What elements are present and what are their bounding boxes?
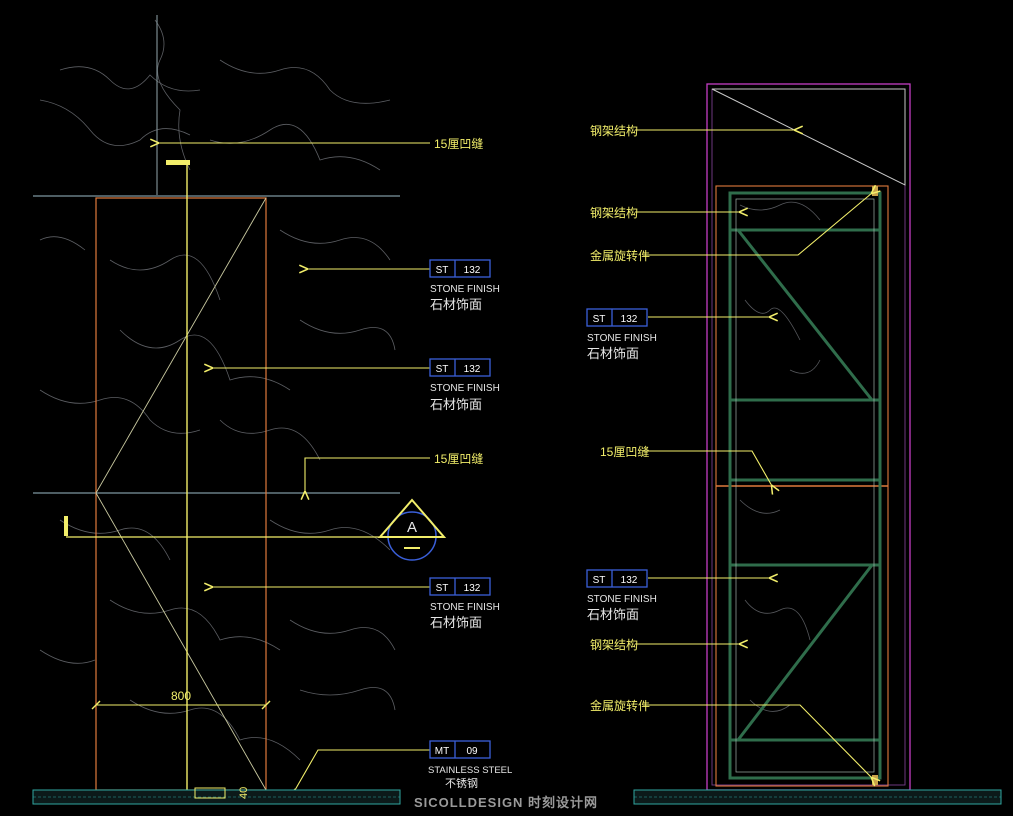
tag-en: STAINLESS STEEL	[428, 765, 512, 776]
tag-number: 09	[466, 746, 478, 757]
section-mark-a[interactable]: A	[377, 498, 447, 561]
dimension-width-value: 800	[171, 689, 191, 703]
label-steel-frame-1: 钢架结构	[590, 123, 638, 138]
tag-en: STONE FINISH	[587, 333, 657, 344]
tag-cn: 石材饰面	[430, 297, 482, 312]
tag-stone-finish-2: ST 132 STONE FINISH 石材饰面	[429, 358, 500, 412]
tag-en: STONE FINISH	[430, 284, 500, 295]
tag-code: ST	[436, 265, 449, 276]
label-steel-frame-3: 钢架结构	[590, 637, 638, 652]
tag-code: ST	[593, 575, 606, 586]
watermark: SICOLLDESIGN 时刻设计网	[414, 795, 598, 810]
tag-number: 132	[464, 265, 481, 276]
tag-en: STONE FINISH	[430, 383, 500, 394]
label-metal-hanger-2: 金属旋转件	[590, 698, 650, 713]
tag-cn: 石材饰面	[430, 397, 482, 412]
dimension-width: 800	[91, 689, 271, 710]
tag-number: 132	[621, 575, 638, 586]
tag-number: 132	[464, 364, 481, 375]
tag-stone-finish-3: ST 132 STONE FINISH 石材饰面	[429, 577, 500, 630]
label-groove-mid: 15厘凹缝	[434, 451, 483, 466]
tag-code: ST	[593, 314, 606, 325]
tag-cn: 石材饰面	[587, 607, 639, 622]
section-mark-label: A	[407, 519, 417, 536]
tag-number: 132	[621, 314, 638, 325]
right-section: 钢架结构 钢架结构 金属旋转件 15厘凹缝 钢架结构 金属旋转件 ST 132 …	[586, 83, 1002, 805]
tag-en: STONE FINISH	[587, 594, 657, 605]
tag-code: ST	[436, 583, 449, 594]
label-groove-right: 15厘凹缝	[600, 444, 649, 459]
tag-cn: 石材饰面	[430, 615, 482, 630]
tag-number: 132	[464, 583, 481, 594]
left-elevation: A 15厘凹缝 15厘凹缝 ST 132 STONE FINISH 石材饰面	[32, 15, 512, 805]
tag-cn: 石材饰面	[587, 346, 639, 361]
label-steel-frame-2: 钢架结构	[590, 205, 638, 220]
stone-texture-left	[39, 19, 396, 761]
tag-stone-finish-right-2: ST 132 STONE FINISH 石材饰面	[586, 569, 657, 622]
label-groove-top: 15厘凹缝	[434, 136, 483, 151]
tag-stone-finish-right-1: ST 132 STONE FINISH 石材饰面	[586, 308, 657, 361]
tag-code: ST	[436, 364, 449, 375]
tag-stainless-steel: MT 09 STAINLESS STEEL 不锈钢	[428, 740, 512, 790]
tag-en: STONE FINISH	[430, 602, 500, 613]
tag-cn: 不锈钢	[445, 777, 478, 790]
tag-stone-finish-1: ST 132 STONE FINISH 石材饰面	[429, 259, 500, 312]
stone-texture-right	[739, 201, 821, 712]
label-metal-hanger-1: 金属旋转件	[590, 248, 650, 263]
tag-code: MT	[435, 746, 449, 757]
dimension-height-value: 40	[238, 787, 250, 799]
